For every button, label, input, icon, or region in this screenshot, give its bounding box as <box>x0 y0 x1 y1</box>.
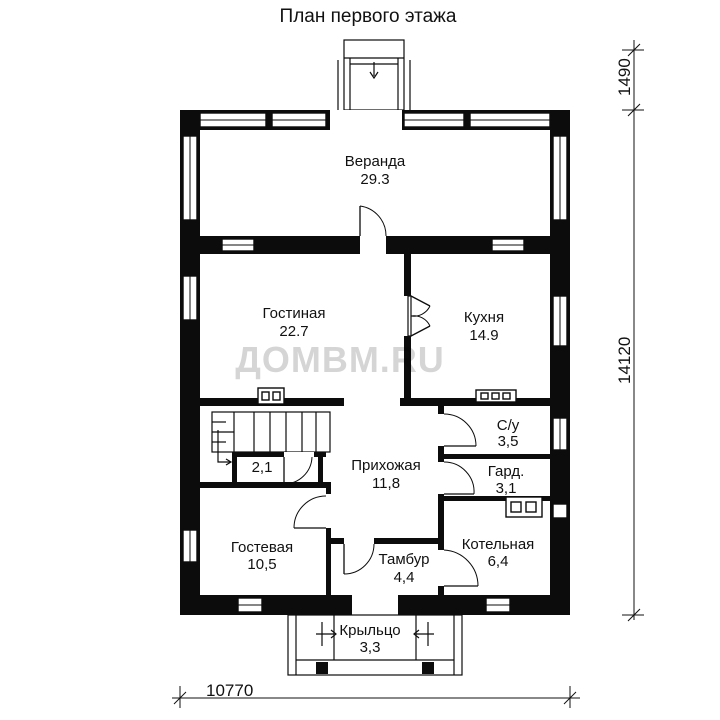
arrow-down-icon <box>369 71 379 80</box>
room-closet-area: 2,1 <box>252 459 273 476</box>
room-boiler-name: Котельная <box>462 536 535 553</box>
room-vestibule-area: 4,4 <box>394 569 415 586</box>
doors <box>283 205 479 587</box>
porch <box>287 614 463 676</box>
room-hall-area: 11,8 <box>372 475 400 492</box>
room-living-area: 22.7 <box>279 323 308 340</box>
vents <box>257 387 543 518</box>
dimension-porch-height-label: 1490 <box>615 58 634 96</box>
room-porch-name: Крыльцо <box>339 622 400 639</box>
room-veranda-area: 29.3 <box>360 171 389 188</box>
room-wardrobe-area: 3,1 <box>496 480 517 497</box>
dimension-width-label: 10770 <box>206 681 253 700</box>
room-wardrobe-name: Гард. <box>488 463 525 480</box>
windows <box>182 110 568 615</box>
room-labels: Веранда 29.3 Гостиная 22.7 Кухня 14.9 С/… <box>231 153 534 656</box>
room-wc-name: С/у <box>497 417 520 434</box>
dimension-height: 1490 14120 <box>615 40 644 622</box>
top-steps <box>337 39 411 111</box>
dimension-width: 10770 <box>172 681 580 708</box>
plan-title: План первого этажа <box>280 6 457 27</box>
room-living-name: Гостиная <box>263 305 326 322</box>
room-wc-area: 3,5 <box>498 433 519 450</box>
room-porch-area: 3,3 <box>360 639 381 656</box>
staircase <box>211 411 331 466</box>
room-kitchen-name: Кухня <box>464 309 504 326</box>
watermark: ДОМВМ.RU <box>235 339 445 380</box>
room-guest-name: Гостевая <box>231 539 293 556</box>
room-kitchen-area: 14.9 <box>469 327 498 344</box>
room-boiler-area: 6,4 <box>488 553 509 570</box>
room-veranda-name: Веранда <box>345 153 406 170</box>
room-guest-area: 10,5 <box>247 556 276 573</box>
room-vestibule-name: Тамбур <box>379 551 430 568</box>
dimension-total-height-label: 14120 <box>615 337 634 384</box>
room-hall-name: Прихожая <box>351 457 421 474</box>
